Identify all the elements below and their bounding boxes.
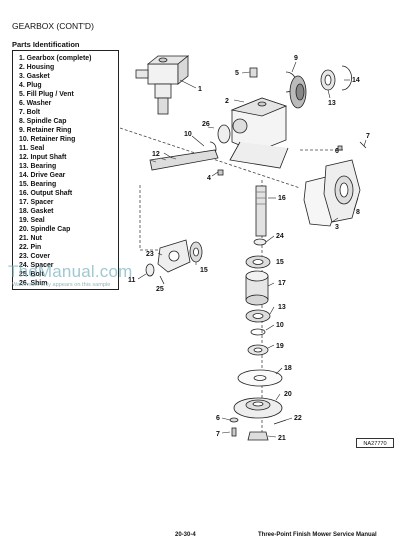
- bolt-part: [359, 141, 367, 149]
- parts-list: 1. Gearbox (complete) 2. Housing 3. Gask…: [12, 50, 119, 290]
- callout-15b: 15: [276, 259, 284, 266]
- callout-1: 1: [198, 86, 202, 93]
- section-title: GEARBOX (CONT'D): [12, 21, 94, 31]
- bolt-part: [231, 427, 237, 437]
- callout-19: 19: [276, 343, 284, 350]
- retainer-ring-part: [341, 65, 352, 91]
- callout-13: 13: [328, 100, 336, 107]
- part-item: 3. Gasket: [19, 73, 50, 80]
- bolt-part: [159, 275, 165, 285]
- callout-18: 18: [284, 365, 292, 372]
- page-number: 20-30-4: [175, 532, 196, 538]
- callout-4: 4: [207, 175, 211, 182]
- cover-part: [157, 239, 191, 273]
- gasket-part: [237, 369, 283, 387]
- callout-25: 25: [156, 286, 164, 293]
- callout-14: 14: [352, 77, 360, 84]
- callout-6b: 6: [216, 415, 220, 422]
- spindle-cap-part: [233, 397, 283, 419]
- part-item: 23. Cover: [19, 253, 51, 260]
- part-item: 12. Input Shaft: [19, 154, 67, 161]
- part-item: 16. Output Shaft: [19, 190, 73, 197]
- part-item: 25. Bolt: [19, 271, 44, 278]
- part-item: 7. Bolt: [19, 109, 41, 116]
- nut-part: [247, 431, 269, 441]
- part-item: 4. Plug: [19, 82, 42, 89]
- part-item: 26. Shim: [19, 280, 48, 287]
- callout-3: 3: [335, 224, 339, 231]
- spacer-part: [253, 238, 267, 246]
- part-item: 11. Seal: [19, 145, 45, 152]
- callout-10: 10: [184, 131, 192, 138]
- part-item: 13. Bearing: [19, 163, 57, 170]
- housing-part: [229, 97, 289, 169]
- part-item: 1. Gearbox (complete): [19, 55, 92, 62]
- manual-title: Three-Point Finish Mower Service Manual: [258, 532, 377, 538]
- callout-16: 16: [278, 195, 286, 202]
- spindle-cap-part: [323, 159, 361, 223]
- seal-part: [145, 263, 155, 277]
- callout-2: 2: [225, 98, 229, 105]
- shim-part: [217, 124, 231, 144]
- callout-9: 9: [294, 55, 298, 62]
- part-item: 9. Retainer Ring: [19, 127, 72, 134]
- part-item: 10. Retainer Ring: [19, 136, 76, 143]
- part-item: 20. Spindle Cap: [19, 226, 71, 233]
- plug-part: [217, 169, 224, 176]
- callout-15: 15: [200, 267, 208, 274]
- callout-26: 26: [202, 121, 210, 128]
- callout-10b: 10: [276, 322, 284, 329]
- part-item: 2. Housing: [19, 64, 55, 71]
- callout-21: 21: [278, 435, 286, 442]
- callout-23: 23: [146, 251, 154, 258]
- callout-5: 5: [235, 70, 239, 77]
- watermark-text: TheManual.com: [8, 262, 133, 281]
- parts-identification-title: Parts Identification: [12, 40, 80, 49]
- part-item: 14. Drive Gear: [19, 172, 66, 179]
- washer-part: [229, 417, 239, 423]
- output-shaft-part: [255, 185, 267, 237]
- callout-12: 12: [152, 151, 160, 158]
- part-item: 18. Gasket: [19, 208, 54, 215]
- callout-7: 7: [366, 133, 370, 140]
- callout-24: 24: [276, 233, 284, 240]
- part-item: 17. Spacer: [19, 199, 54, 206]
- complete-gearbox-part: [135, 55, 190, 115]
- part-item: 21. Nut: [19, 235, 42, 242]
- watermark-note: Watermark only appears on this sample: [12, 282, 111, 288]
- callout-17: 17: [278, 280, 286, 287]
- input-shaft-part: [149, 149, 219, 171]
- part-item: 19. Seal: [19, 217, 45, 224]
- part-item: 22. Pin: [19, 244, 42, 251]
- callout-13b: 13: [278, 304, 286, 311]
- spacer-part: [245, 270, 269, 306]
- callout-11: 11: [128, 277, 136, 284]
- part-item: 15. Bearing: [19, 181, 57, 188]
- part-item: 8. Spindle Cap: [19, 118, 67, 125]
- retainer-ring-part: [250, 328, 266, 336]
- part-item: 6. Washer: [19, 100, 52, 107]
- pin-part: [273, 419, 287, 425]
- callout-6: 6: [335, 148, 339, 155]
- callout-8: 8: [356, 209, 360, 216]
- drive-gear-part: [289, 75, 307, 109]
- part-item: 5. Fill Plug / Vent: [19, 91, 74, 98]
- fill-plug-part: [249, 67, 258, 78]
- part-item: 24. Spacer: [19, 262, 54, 269]
- callout-22: 22: [294, 415, 302, 422]
- callout-7b: 7: [216, 431, 220, 438]
- figure-id: NA27770: [356, 438, 394, 448]
- callout-20: 20: [284, 391, 292, 398]
